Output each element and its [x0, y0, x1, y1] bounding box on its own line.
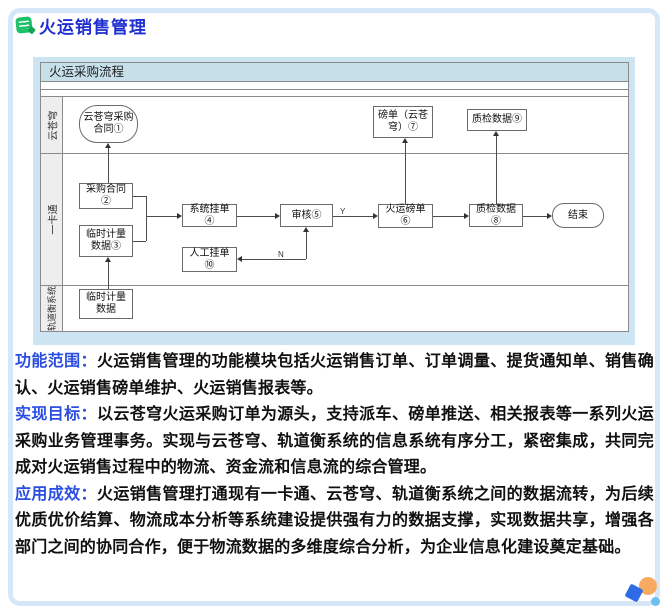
arrowhead	[302, 227, 309, 232]
flow-connector	[306, 232, 307, 259]
section-text: 以云苍穹火运采购订单为源头，支持派车、磅单推送、相关报表等一系列火运采购业务管理…	[15, 406, 654, 476]
decor-orange-circle	[639, 577, 657, 595]
lane-label-onecard: 一卡通	[41, 154, 63, 285]
flow-connector	[108, 262, 109, 289]
arrowhead	[104, 143, 111, 148]
node-audit: 审核⑤	[280, 204, 333, 227]
node-end: 结束	[552, 203, 604, 228]
divider-line	[41, 89, 628, 90]
flow-connector	[146, 196, 147, 241]
node-qc-data: 质检数据⑧	[469, 204, 523, 227]
flow-connector	[241, 259, 306, 260]
edge-label-no: N	[277, 250, 285, 259]
section-text: 火运销售管理的功能模块包括火运销售订单、订单调量、提货通知单、销售确认、火运销售…	[15, 353, 654, 397]
section-label: 实现目标：	[15, 406, 97, 423]
lane-label-text: 云苍穹	[48, 110, 59, 140]
flow-connector	[108, 148, 109, 183]
flow-connector	[405, 143, 406, 204]
arrowhead	[492, 131, 499, 136]
lane-label-text: 轨道衡系统	[47, 286, 58, 331]
lane-label-weighbridge: 轨道衡系统	[41, 286, 63, 331]
arrowhead	[177, 212, 182, 219]
arrowhead	[373, 212, 378, 219]
decor-lightblue-dot	[651, 597, 660, 606]
flow-connector	[133, 196, 146, 197]
flowchart-title: 火运采购流程	[41, 63, 628, 82]
section-label: 功能范围：	[15, 353, 97, 370]
section-text: 火运销售管理打通现有一卡通、云苍穹、轨道衡系统之间的数据流转，为后续优质优价结算…	[15, 485, 654, 556]
arrowhead	[104, 257, 111, 262]
node-manual-order: 人工挂单⑩	[182, 247, 237, 272]
lane-label-cloud: 云苍穹	[41, 97, 63, 153]
node-qc-data-cloud: 质检数据⑨	[467, 109, 527, 131]
description-block: 功能范围：火运销售管理的功能模块包括火运销售订单、订单调量、提货通知单、销售确认…	[15, 349, 654, 561]
flowchart-diagram: 火运采购流程 云苍穹 一卡通 轨道衡系统 云苍穹采购合同① 磅单（云苍穹）⑦	[40, 62, 629, 332]
flow-connector	[237, 216, 275, 217]
section-function-scope: 功能范围：火运销售管理的功能模块包括火运销售订单、订单调量、提货通知单、销售确认…	[15, 349, 654, 402]
lane-onecard: 一卡通	[41, 153, 628, 285]
section-goal: 实现目标：以云苍穹火运采购订单为源头，支持派车、磅单推送、相关报表等一系列火运采…	[15, 402, 654, 482]
flow-connector	[133, 241, 146, 242]
section-result: 应用成效：火运销售管理打通现有一卡通、云苍穹、轨道衡系统之间的数据流转，为后续优…	[15, 482, 654, 562]
flow-connector	[496, 136, 497, 204]
document-icon	[15, 16, 33, 34]
flow-connector	[146, 216, 177, 217]
node-weigh-note-cloud: 磅单（云苍穹）⑦	[373, 106, 433, 138]
flow-connector	[433, 216, 465, 217]
arrowhead	[464, 212, 469, 219]
flowchart-panel: 火运采购流程 云苍穹 一卡通 轨道衡系统 云苍穹采购合同① 磅单（云苍穹）⑦	[33, 57, 635, 345]
arrowhead	[275, 212, 280, 219]
arrowhead	[401, 138, 408, 143]
lane-weighbridge: 轨道衡系统	[41, 285, 628, 331]
arrowhead	[547, 212, 552, 219]
lane-label-text: 一卡通	[48, 204, 59, 235]
lane-cloud: 云苍穹	[41, 96, 628, 153]
node-cloud-contract: 云苍穹采购合同①	[79, 105, 138, 143]
flow-connector	[523, 216, 548, 217]
node-temp-measure-src: 临时计量数据	[79, 289, 133, 319]
node-rail-weigh-note: 火运磅单⑥	[378, 204, 433, 228]
node-temp-measure: 临时计量数据③	[79, 225, 133, 257]
page-title: 火运销售管理	[39, 17, 147, 37]
arrowhead	[237, 255, 242, 262]
flow-connector	[333, 216, 373, 217]
edge-label-yes: Y	[339, 207, 347, 216]
node-purchase-contract: 采购合同②	[79, 183, 133, 209]
section-label: 应用成效：	[15, 485, 97, 503]
node-system-order: 系统挂单④	[182, 204, 237, 227]
header: 火运销售管理	[15, 13, 147, 37]
